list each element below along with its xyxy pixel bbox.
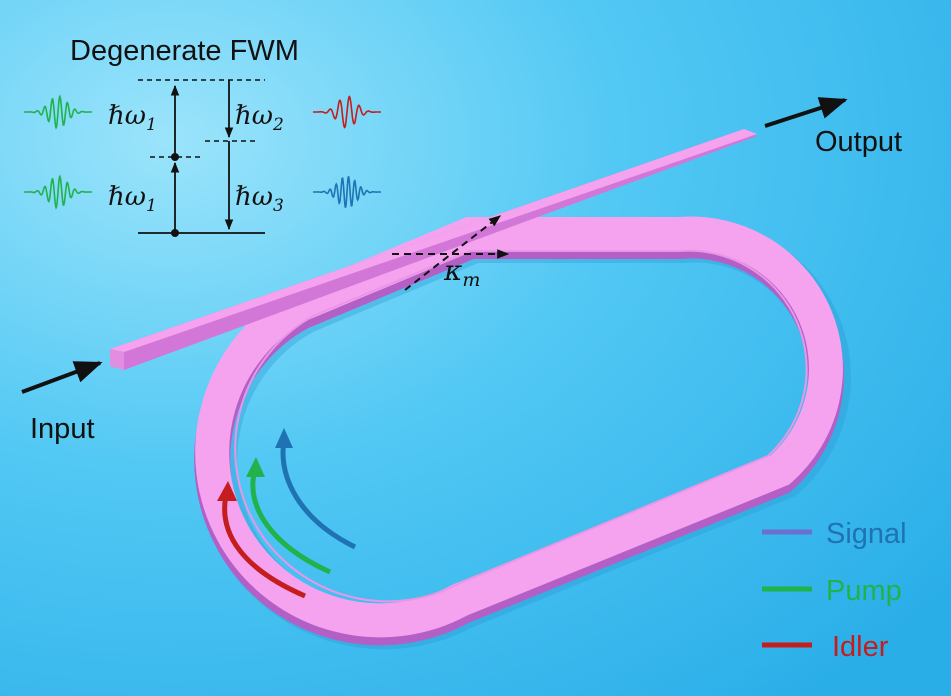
ring-inner-edge (234, 249, 808, 603)
virtual-state-dot (171, 153, 179, 161)
energy-label-pump-top: ℏω1 (108, 101, 157, 135)
legend: Signal Pump Idler (762, 518, 907, 663)
signal-arrowhead (275, 428, 293, 448)
pump-propagation-arrow (250, 469, 332, 575)
signal-propagation-arrow (280, 439, 357, 550)
input-arrow (21, 361, 103, 394)
energy-label-idler: ℏω2 (235, 101, 284, 135)
legend-label-idler: Idler (832, 631, 889, 663)
output-label: Output (815, 126, 902, 158)
coupling-region: κm (392, 215, 510, 291)
bus-waveguide-end (110, 349, 124, 370)
legend-label-pump: Pump (826, 575, 902, 607)
pump-arrowhead (246, 457, 265, 477)
bus-waveguide-top (110, 129, 757, 352)
energy-level-diagram: Degenerate FWM ℏω1 ℏω2 ℏω1 ℏω3 (24, 35, 381, 237)
legend-label-signal: Signal (826, 518, 907, 550)
output-arrow (764, 97, 848, 128)
pump-wave-packet-top (24, 94, 92, 130)
coupling-coefficient-label: κm (443, 254, 480, 291)
bus-waveguide (110, 129, 757, 370)
input-label: Input (30, 413, 95, 445)
ground-state-dot (171, 229, 179, 237)
idler-propagation-arrow (222, 494, 306, 599)
ring-resonator (194, 216, 851, 650)
signal-wave-packet (313, 176, 381, 208)
idler-wave-packet (313, 95, 381, 129)
ring-top-surface (195, 216, 843, 638)
idler-arrowhead (217, 481, 237, 501)
diagram-title: Degenerate FWM (70, 35, 299, 67)
coupling-arrow-diagonal (404, 215, 501, 291)
propagation-arrows (217, 428, 357, 599)
pump-wave-packet-bottom (24, 174, 92, 210)
energy-label-pump-bottom: ℏω1 (108, 182, 157, 216)
energy-label-signal: ℏω3 (235, 182, 284, 216)
